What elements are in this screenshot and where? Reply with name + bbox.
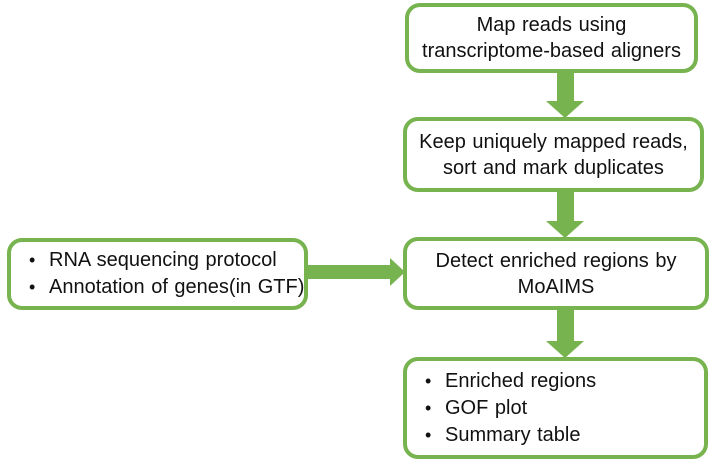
arrow-down-keep-to-detect-icon: [546, 191, 584, 238]
box-map-reads-line1: Map reads using: [476, 14, 627, 36]
arrow-head: [546, 221, 584, 238]
box-inputs: RNA sequencing protocol Annotation of ge…: [7, 238, 308, 310]
arrow-stem: [306, 264, 390, 279]
box-detect-moaims: Detect enriched regions by MoAIMS: [403, 237, 709, 310]
box-outputs: Enriched regions GOF plot Summary table: [403, 357, 708, 459]
box-keep-reads-line2: sort and mark duplicates: [443, 156, 664, 179]
arrow-down-map-to-keep-icon: [546, 72, 584, 118]
box-keep-reads: Keep uniquely mapped reads, sort and mar…: [403, 117, 704, 192]
outputs-bullet-list: Enriched regions GOF plot Summary table: [407, 368, 704, 449]
arrow-right-inputs-to-detect-icon: [306, 257, 405, 286]
box-keep-reads-line1: Keep uniquely mapped reads,: [419, 130, 688, 153]
arrow-head: [390, 257, 405, 286]
bullet-item-gtf-annotation: Annotation of genes(in GTF): [11, 274, 304, 301]
arrow-down-detect-to-outputs-icon: [546, 309, 584, 358]
bullet-item-gof-plot: GOF plot: [407, 395, 704, 422]
bullet-item-summary-table: Summary table: [407, 422, 704, 449]
arrow-stem: [556, 309, 574, 341]
box-map-reads-line2: transcriptome-based aligners: [422, 40, 681, 62]
bullet-item-rna-protocol: RNA sequencing protocol: [11, 247, 304, 274]
box-map-reads: Map reads using transcriptome-based alig…: [405, 3, 698, 73]
arrow-head: [546, 341, 584, 358]
box-detect-line1: Detect enriched regions by: [435, 249, 677, 272]
arrow-stem: [556, 191, 574, 221]
box-detect-line2: MoAIMS: [517, 275, 595, 298]
bullet-item-enriched-regions: Enriched regions: [407, 368, 704, 395]
arrow-head: [546, 101, 584, 118]
arrow-stem: [556, 72, 574, 101]
inputs-bullet-list: RNA sequencing protocol Annotation of ge…: [11, 247, 304, 301]
